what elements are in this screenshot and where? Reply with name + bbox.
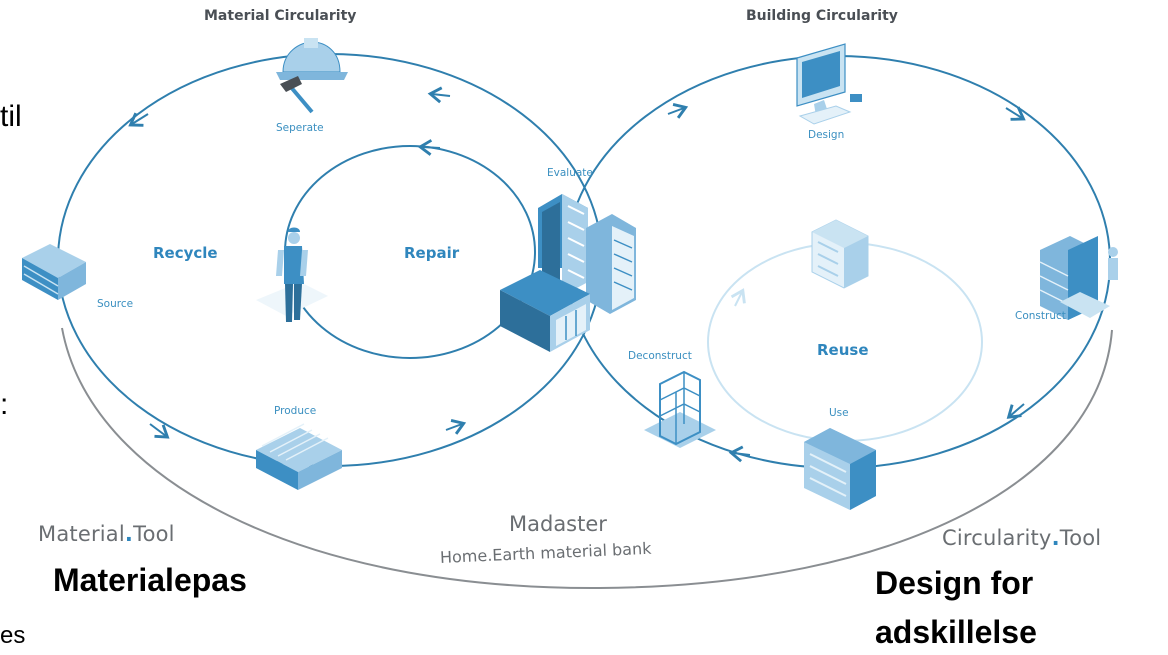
circularity-tool-suffix: Tool — [1059, 526, 1102, 550]
cropped-text-til: til — [0, 100, 22, 133]
material-circularity-heading: Material Circularity — [204, 8, 357, 24]
repair-label: Repair — [404, 244, 460, 262]
adskillelse-caption: adskillelse — [875, 614, 1037, 650]
design-for-caption: Design for — [875, 565, 1034, 601]
brick-wall-construction-icon — [1039, 236, 1118, 320]
recycle-label: Recycle — [153, 244, 218, 262]
apartment-building-icon — [811, 219, 869, 289]
arrow — [445, 419, 467, 435]
residential-building-icon — [804, 428, 876, 510]
computer-icon — [796, 43, 862, 125]
stage-evaluate-label: Evaluate — [547, 167, 593, 179]
cropped-text-colon: : — [0, 388, 9, 421]
stage-design-label: Design — [808, 129, 845, 141]
arrow — [128, 112, 149, 127]
stage-deconstruct-label: Deconstruct — [628, 350, 692, 362]
stage-construct-label: Construct — [1015, 310, 1066, 322]
material-bank-curve — [61, 327, 1113, 590]
arrow — [730, 288, 746, 307]
pallet-stack-icon — [22, 244, 86, 300]
materialepas-caption: Materialepas — [53, 562, 247, 598]
arrow — [728, 445, 751, 463]
hard-hat-icon — [276, 38, 348, 114]
lumber-stack-icon — [256, 423, 342, 490]
arrow — [149, 423, 170, 439]
building-circularity-heading: Building Circularity — [746, 8, 898, 24]
material-tool-suffix: Tool — [133, 522, 175, 546]
stage-produce-label: Produce — [274, 405, 317, 417]
circularity-tool-label: Circularity.Tool — [942, 526, 1101, 550]
circularity-tool-prefix: Circularity — [942, 526, 1052, 550]
arrow — [427, 86, 451, 104]
worker-icon — [256, 227, 328, 322]
arrow — [1006, 403, 1025, 419]
material-tool-dot: . — [124, 522, 134, 546]
material-tool-label: Material.Tool — [38, 522, 175, 546]
office-buildings-icon — [500, 194, 636, 352]
material-tool-prefix: Material — [38, 522, 125, 546]
circularity-tool-dot: . — [1051, 526, 1060, 550]
stage-source-label: Source — [97, 298, 134, 310]
arrow — [1005, 106, 1026, 121]
building-frame-icon — [644, 370, 716, 448]
material-circularity-loop — [57, 53, 603, 467]
reuse-label: Reuse — [817, 341, 869, 359]
stage-use-label: Use — [829, 407, 849, 419]
cropped-text-es: es — [0, 622, 26, 649]
madaster-label: Madaster — [509, 512, 607, 536]
arrow — [417, 139, 441, 156]
stage-seperate-label: Seperate — [276, 122, 324, 134]
arrow — [667, 103, 689, 119]
